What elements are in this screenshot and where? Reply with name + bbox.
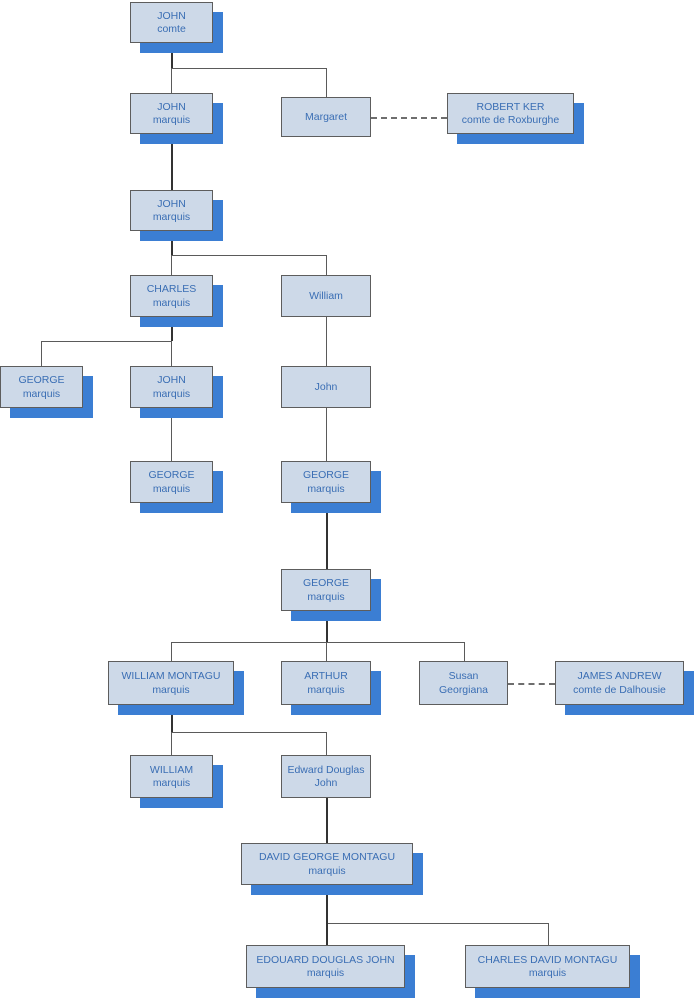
- person-name: JOHN: [157, 374, 186, 387]
- person-name: JAMES ANDREW: [577, 670, 662, 683]
- connector-line: [171, 642, 172, 661]
- person-title: marquis: [307, 590, 345, 603]
- person-name: JOHN: [157, 9, 186, 22]
- connector-line: [171, 134, 173, 190]
- connector-line: [326, 923, 328, 945]
- person-name: WILLIAM: [149, 763, 194, 776]
- connector-line: [548, 923, 549, 945]
- connector-line: [326, 732, 327, 755]
- person-title: marquis: [152, 482, 191, 495]
- connector-line: [326, 642, 327, 661]
- connector-line: [326, 611, 328, 642]
- person-title: marquis: [152, 114, 191, 126]
- person-name: GEORGE: [148, 469, 195, 482]
- person-name: CHARLES DAVID MONTAGU: [477, 953, 618, 966]
- person-title: John: [314, 777, 338, 789]
- connector-line: [171, 231, 173, 255]
- connector-line: [171, 255, 172, 275]
- connector-line: [326, 408, 327, 461]
- person-title: marquis: [307, 683, 345, 696]
- person-name: JOHN: [157, 197, 186, 210]
- connector-line: [171, 43, 173, 68]
- person-name: EDOUARD DOUGLAS JOHN: [256, 953, 395, 966]
- person-name: WILLIAM MONTAGU: [121, 670, 221, 683]
- person-title: marquis: [152, 777, 191, 789]
- connector-line: [171, 642, 464, 643]
- connector-line: [41, 341, 42, 366]
- person-name: John: [314, 380, 338, 393]
- connector-line: [326, 885, 328, 923]
- connector-line: [41, 341, 171, 342]
- person-title: marquis: [152, 211, 191, 223]
- person-title: marquis: [152, 387, 191, 400]
- person-name: CHARLES: [146, 283, 197, 296]
- connector-line: [171, 408, 172, 461]
- person-title: marquis: [307, 482, 345, 495]
- person-title: Georgiana: [438, 683, 489, 696]
- person-title: marquis: [22, 387, 61, 400]
- connector-line: [326, 798, 328, 843]
- person-name: Susan: [448, 670, 479, 683]
- connector-line: [326, 923, 548, 924]
- connector-line: [171, 341, 172, 366]
- person-name: ROBERT KER: [476, 100, 545, 113]
- connector-line: [464, 642, 465, 661]
- connector-line: [171, 68, 326, 69]
- connector-line: [171, 732, 172, 755]
- person-name: GEORGE: [18, 374, 65, 387]
- person-name: GEORGE: [302, 577, 350, 590]
- connector-line: [171, 317, 173, 341]
- person-name: Margaret: [304, 110, 347, 123]
- person-title: comte: [157, 23, 186, 35]
- person-name: William: [309, 289, 343, 302]
- person-name: JOHN: [157, 100, 186, 113]
- person-title: marquis: [308, 864, 346, 877]
- connector-line: [171, 68, 172, 93]
- connector-line: [326, 503, 328, 569]
- person-name: Edward Douglas: [287, 763, 365, 776]
- person-title: comte de Dalhousie: [573, 683, 666, 696]
- person-title: marquis: [528, 967, 567, 979]
- connector-line: [171, 705, 173, 732]
- person-title: marquis: [306, 967, 345, 979]
- person-name: ARTHUR: [304, 670, 348, 683]
- person-title: marquis: [152, 296, 191, 309]
- connector-line: [326, 68, 327, 97]
- person-node[interactable]: William: [281, 275, 371, 317]
- connector-line: [171, 255, 326, 256]
- connector-line: [326, 317, 327, 366]
- person-node[interactable]: John: [281, 366, 371, 408]
- person-title: marquis: [152, 683, 190, 696]
- person-node[interactable]: Margaret: [281, 97, 371, 137]
- connector-line: [326, 255, 327, 275]
- person-name: GEORGE: [302, 469, 350, 482]
- person-title: comte de Roxburghe: [461, 114, 560, 126]
- person-name: DAVID GEORGE MONTAGU: [258, 851, 396, 864]
- connector-line: [171, 732, 326, 733]
- marriage-link: [371, 117, 447, 119]
- marriage-link: [508, 683, 555, 685]
